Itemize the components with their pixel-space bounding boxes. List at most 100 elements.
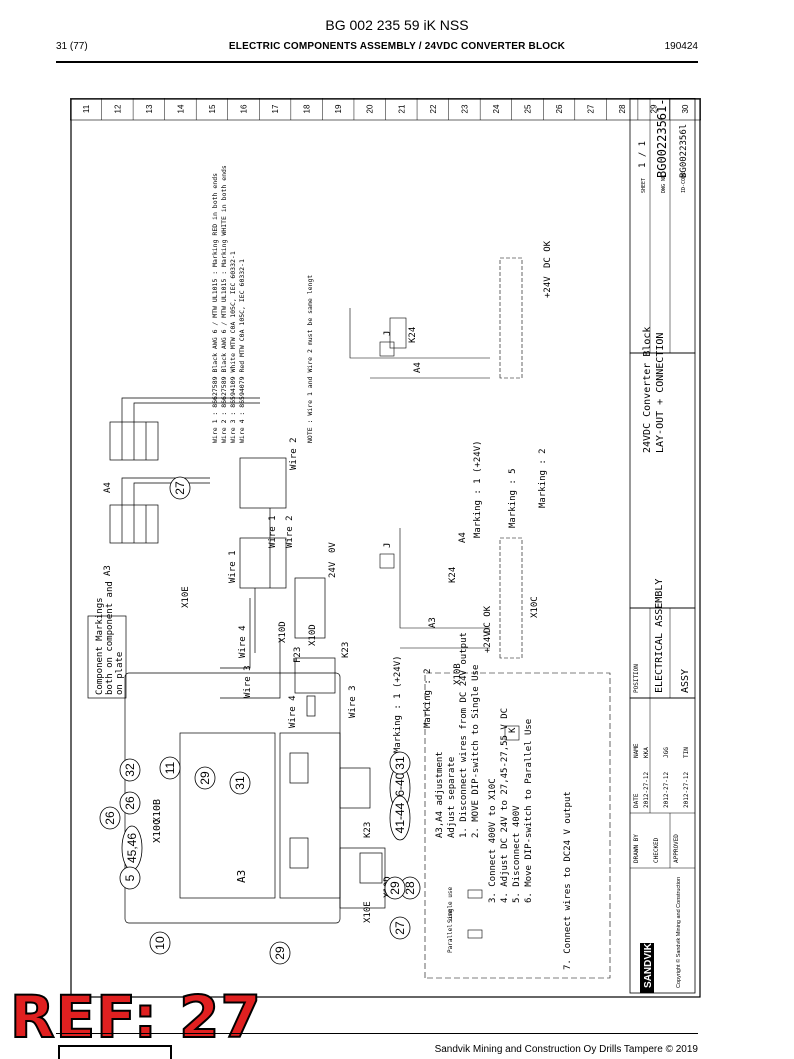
- tb-date: 2012-27-12: [683, 771, 690, 808]
- doc-code: BG 002 235 59 iK NSS: [325, 17, 469, 33]
- tb-idcode: BG0022356l: [679, 124, 689, 178]
- label-a4-relay: A4: [458, 532, 468, 543]
- balloon-number: 41-44: [393, 802, 407, 833]
- marking-left-2: Marking : 2: [423, 668, 433, 728]
- terminal-blocks: [109, 397, 336, 717]
- marking-left-1: Marking : 1 (+24V): [393, 655, 403, 753]
- label-wire4: Wire 4: [288, 695, 298, 728]
- label-x10c: X10C: [530, 596, 540, 618]
- label-k23: K23: [341, 642, 351, 658]
- instruction-line: 2. MOVE DIP-switch to Single Use: [471, 665, 481, 838]
- brand-logo: SANDVIK: [643, 942, 654, 988]
- balloon: 10: [149, 931, 171, 955]
- label-x10e: X10E: [181, 586, 191, 608]
- balloon: 29: [384, 876, 406, 900]
- balloon-number: 29: [198, 771, 212, 785]
- balloon: 45,46: [121, 825, 143, 871]
- tb-approved: APPROVED: [673, 834, 680, 863]
- tb-dwg-label: DWG NR: [661, 174, 667, 193]
- balloon: 27: [389, 916, 411, 940]
- wire-table-row: Wire 1 : 86627589 Black AWG 6 / MTW UL10…: [211, 173, 219, 443]
- label-x10d: X10D: [308, 624, 318, 646]
- balloon: 41-44: [389, 795, 411, 841]
- label-k24: K24: [448, 567, 458, 583]
- balloon-number: 5: [123, 874, 137, 881]
- tb-name: KKA: [643, 747, 650, 758]
- balloon-number: 31: [233, 776, 247, 790]
- plate-x10e: X10E: [363, 901, 373, 923]
- label-wire3: Wire 3: [243, 665, 253, 698]
- plate-a3: A3: [235, 870, 248, 883]
- balloon-group: 2731291132262645,465102927282936-4041-44…: [99, 476, 421, 965]
- balloon: 28: [399, 876, 421, 900]
- ref-stamp: REF: 27: [9, 983, 262, 1051]
- balloon-number: 29: [388, 881, 402, 895]
- label-a4-coil: A4: [413, 362, 423, 373]
- column-label: 28: [618, 104, 627, 113]
- column-label: 26: [555, 104, 564, 113]
- wire-table-row: Wire 3 : 86594109 White MTW C0A 105C, IE…: [229, 251, 237, 443]
- balloon: 11: [159, 756, 181, 780]
- tb-date-col: DATE: [633, 793, 640, 808]
- plate-labels: A3 A4 X10E X10C X10B K23 X10D: [152, 779, 393, 923]
- column-label: 21: [397, 104, 406, 113]
- balloon: 29: [194, 766, 216, 790]
- balloon: 31: [389, 751, 411, 775]
- wire-note: NOTE : Wire 1 and Wire 2 must be same le…: [306, 275, 314, 443]
- doc-date: 190424: [664, 41, 698, 52]
- balloon-number: 28: [403, 881, 417, 895]
- column-label: 15: [208, 104, 217, 113]
- label-wire1: Wire 1: [268, 515, 278, 548]
- dip-parallel-label: Parallel use: [447, 909, 454, 953]
- footer-rule: [56, 1033, 698, 1034]
- balloon: 26: [119, 791, 141, 815]
- column-label: 25: [523, 104, 532, 113]
- label-wire2: Wire 2: [289, 437, 299, 470]
- title-block: SANDVIK Copyright © Sandvik Mining and C…: [629, 98, 696, 994]
- footer-logo: [58, 1045, 172, 1059]
- marking-right-1: Marking : 1 (+24V): [473, 440, 483, 538]
- terminal-strips: [499, 257, 523, 659]
- column-label: 16: [240, 104, 249, 113]
- wire-table-row: Wire 2 : 86627589 Black AWG 6 / MTW UL10…: [220, 165, 228, 443]
- instruction-line: 6. Move DIP-switch to Parallel Use: [524, 719, 534, 903]
- balloon-number: 32: [123, 763, 137, 777]
- schematic-labels: A3 A4 X10E Wire 1 Wire 1 Wire 2 Wire 2 W…: [103, 240, 553, 753]
- component-markings-line: Component Markings: [95, 597, 105, 695]
- column-label: 23: [460, 104, 469, 113]
- plates: [124, 672, 386, 924]
- instruction-box: [424, 672, 611, 979]
- component-markings-line: both on component and: [105, 581, 115, 695]
- instruction-line: A3,A4 adjustment: [435, 751, 445, 838]
- plate-k23: K23: [363, 822, 373, 838]
- balloon-number: 36-40: [393, 772, 407, 803]
- wire-table-row: Wire 4 : 86594079 Red MTW C0A 105C, IEC …: [238, 259, 246, 443]
- label-j-2: J: [383, 331, 393, 336]
- column-label: 20: [366, 104, 375, 113]
- column-label: 18: [303, 104, 312, 113]
- tb-date: 2012-27-12: [663, 771, 670, 808]
- tb-idcode-label: ID-CODE: [681, 172, 687, 193]
- label-dc-ok-2: DC OK: [543, 240, 553, 268]
- label-j: J: [383, 543, 393, 548]
- component-markings-line: on plate: [115, 652, 125, 695]
- label-24v-out: +24V: [483, 631, 493, 653]
- balloon-number: 45,46: [125, 833, 139, 863]
- tb-name: TIN: [683, 747, 690, 758]
- footer-copyright: Sandvik Mining and Construction Oy Drill…: [434, 1044, 698, 1055]
- balloon: 29: [269, 941, 291, 965]
- balloon-number: 10: [153, 936, 167, 950]
- relay-wiring: [349, 308, 520, 741]
- dip-single-label: Single use: [447, 886, 454, 923]
- tb-sheet: 1 / 1: [638, 141, 648, 168]
- balloon-number: 27: [173, 481, 187, 495]
- label-wire1: Wire 1: [228, 550, 238, 583]
- marking-right-2: Marking : 2: [538, 448, 548, 508]
- column-label: 11: [82, 104, 91, 113]
- column-label: 24: [492, 104, 501, 113]
- label-a4: A4: [103, 482, 113, 493]
- schematic-svg: 3029282726252423222120191817161514131211…: [70, 98, 701, 998]
- column-label: 14: [176, 104, 185, 113]
- tb-sheet-label: SHEET: [641, 178, 647, 193]
